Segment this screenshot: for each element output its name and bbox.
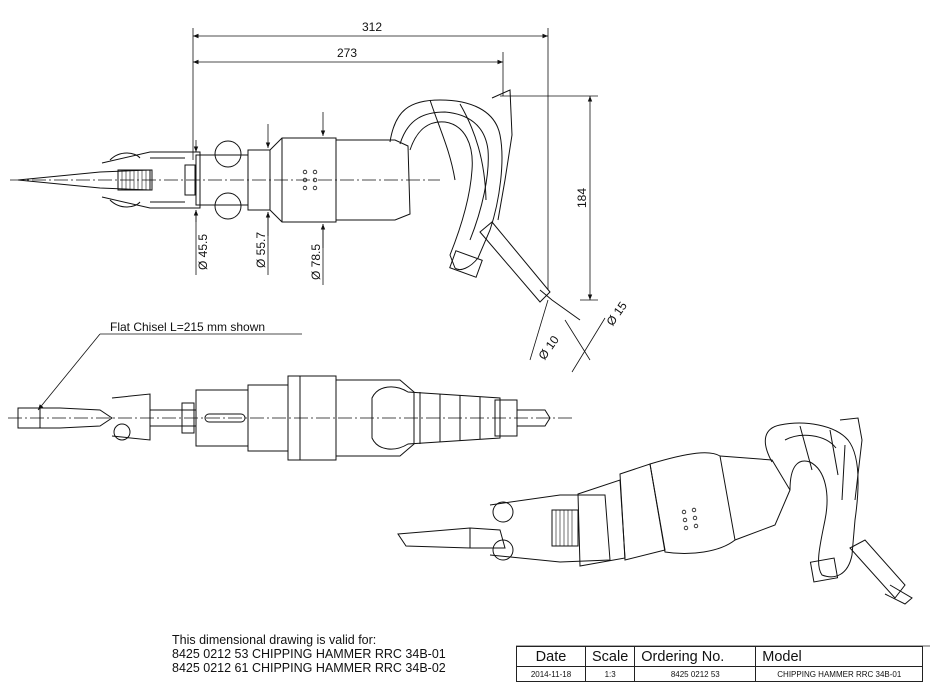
dim-312: 312 bbox=[362, 20, 382, 34]
value-ordering-no: 8425 0212 53 bbox=[634, 666, 757, 682]
dimension-lines bbox=[192, 28, 606, 373]
validity-line-1: 8425 0212 53 CHIPPING HAMMER RRC 34B-01 bbox=[172, 647, 446, 661]
dim-dia-55-7: Ø 55.7 bbox=[254, 232, 268, 268]
plan-view bbox=[8, 375, 575, 461]
side-view bbox=[10, 89, 581, 321]
value-date: 2014-11-18 bbox=[516, 666, 586, 682]
value-model: CHIPPING HAMMER RRC 34B-01 bbox=[755, 666, 924, 682]
header-date: Date bbox=[516, 646, 586, 667]
value-scale: 1:3 bbox=[584, 666, 636, 682]
dim-dia-78-5: Ø 78.5 bbox=[309, 244, 323, 280]
validity-heading: This dimensional drawing is valid for: bbox=[172, 633, 377, 647]
header-scale: Scale bbox=[584, 646, 636, 667]
header-ordering-no: Ordering No. bbox=[634, 646, 757, 667]
validity-line-2: 8425 0212 61 CHIPPING HAMMER RRC 34B-02 bbox=[172, 661, 446, 675]
dim-273: 273 bbox=[337, 46, 357, 60]
dim-184: 184 bbox=[575, 188, 589, 208]
dim-dia-10: Ø 10 bbox=[536, 333, 563, 363]
title-block: Date Scale Ordering No. Model 2014-11-18… bbox=[516, 646, 924, 682]
callout-leader bbox=[37, 333, 302, 411]
chisel-callout: Flat Chisel L=215 mm shown bbox=[110, 320, 265, 334]
header-model: Model bbox=[755, 646, 924, 667]
validity-note: This dimensional drawing is valid for: 8… bbox=[172, 633, 446, 675]
dim-dia-15: Ø 15 bbox=[604, 299, 631, 329]
dim-dia-45-5: Ø 45.5 bbox=[196, 234, 210, 270]
isometric-view bbox=[397, 417, 913, 605]
